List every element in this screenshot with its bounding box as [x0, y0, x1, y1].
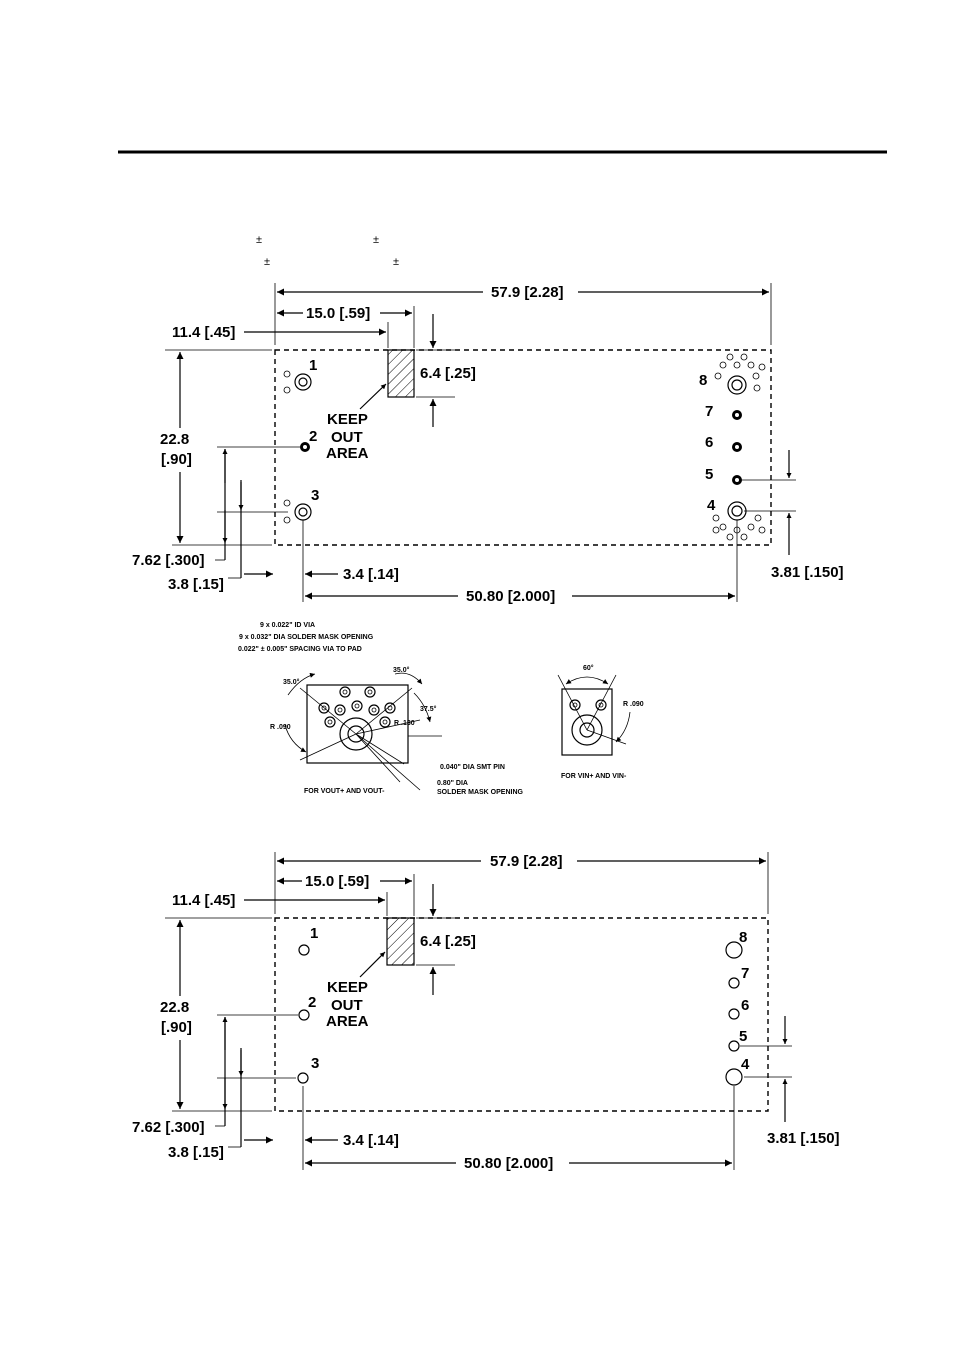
pin-label: 2 — [309, 428, 317, 445]
dim-pin1-x: 11.4 [.45] — [172, 892, 235, 909]
dim-keepout-x: 15.0 [.59] — [306, 305, 370, 322]
pin-label: 5 — [739, 1028, 747, 1045]
pin-2-hole — [298, 1009, 310, 1021]
via-note: 0.022" ± 0.005" SPACING VIA TO PAD — [238, 646, 362, 653]
pin-label: 4 — [741, 1056, 750, 1073]
via-note: 9 x 0.022" ID VIA — [260, 622, 315, 629]
keepout-label: OUT — [331, 997, 363, 1014]
pin-8-pad — [714, 353, 766, 395]
pin-label: 7 — [705, 403, 713, 420]
pin-8-hole — [725, 941, 743, 959]
pin-label: 3 — [311, 1055, 319, 1072]
dim-height: 22.8 — [160, 431, 189, 448]
dim-pin3-y: 3.8 [.15] — [168, 576, 224, 593]
pin-4-pad — [712, 501, 766, 541]
radius-label: R .090 — [623, 701, 644, 708]
dim-pin3-y: 3.8 [.15] — [168, 1144, 224, 1161]
top-view: 57.9 [2.28] 15.0 [.59] 11.4 [.45] 6.4 [.… — [132, 283, 844, 605]
dim-keepout-height: 6.4 [.25] — [420, 933, 476, 950]
keepout-label: KEEP — [327, 411, 368, 428]
pin-6-pad — [732, 442, 742, 452]
dim-height: [.90] — [161, 451, 192, 468]
dim-pin-span: 50.80 [2.000] — [466, 588, 555, 605]
pm-symbol: ± — [393, 256, 399, 268]
dim-height: 22.8 — [160, 999, 189, 1016]
radius-label: R .130 — [394, 720, 415, 727]
keepout-area — [387, 349, 415, 398]
module-outline — [274, 917, 769, 1112]
pin-label: 6 — [705, 434, 713, 451]
pad-detail-vout: 9 x 0.022" ID VIA 9 x 0.032" DIA SOLDER … — [238, 622, 524, 796]
pin-label: 6 — [741, 997, 749, 1014]
mask-note: SOLDER MASK OPENING — [437, 789, 524, 796]
dim-overall-length: 57.9 [2.28] — [491, 284, 564, 301]
detail-caption: FOR VIN+ AND VIN- — [561, 773, 627, 780]
keepout-label: KEEP — [327, 979, 368, 996]
dim-height: [.90] — [161, 1019, 192, 1036]
pin-5-pad — [732, 475, 742, 485]
pin-2-pad — [300, 442, 310, 452]
pin-1-hole — [298, 944, 310, 956]
keepout-label: AREA — [326, 445, 369, 462]
angle-label: 35.0° — [393, 666, 410, 674]
angle-label: 35.0° — [283, 678, 300, 686]
pin-5-hole — [728, 1040, 740, 1052]
angle-label: 60° — [583, 664, 594, 672]
detail-caption: FOR VOUT+ AND VOUT- — [304, 788, 385, 795]
pin-label: 2 — [308, 994, 316, 1011]
dim-pin-span: 50.80 [2.000] — [464, 1155, 553, 1172]
module-outline — [274, 349, 772, 546]
dim-pin2-y: 7.62 [.300] — [132, 552, 205, 569]
angle-label: 37.5° — [420, 705, 437, 713]
pin-3-hole — [297, 1072, 309, 1084]
pin-7-hole — [728, 977, 740, 989]
radius-label: R .090 — [270, 724, 291, 731]
pin-note: 0.040" DIA SMT PIN — [440, 764, 505, 771]
pm-symbol: ± — [256, 234, 262, 246]
keepout-label: AREA — [326, 1013, 369, 1030]
pin-label: 1 — [309, 357, 317, 374]
pin-label: 8 — [739, 929, 747, 946]
pin-label: 3 — [311, 487, 319, 504]
keepout-area — [386, 917, 415, 966]
dim-pin-pitch: 3.81 [.150] — [767, 1130, 840, 1147]
pin-4-hole — [725, 1068, 743, 1086]
bottom-view: 57.9 [2.28] 15.0 [.59] 11.4 [.45] 6.4 [.… — [132, 852, 840, 1172]
pin-3-pad — [283, 499, 312, 524]
dim-pin1-x: 11.4 [.45] — [172, 324, 235, 341]
dim-pin3-x: 3.4 [.14] — [343, 566, 399, 583]
dim-overall-length: 57.9 [2.28] — [490, 853, 563, 870]
pm-symbol: ± — [264, 256, 270, 268]
dim-pin2-y: 7.62 [.300] — [132, 1119, 205, 1136]
pin-label: 7 — [741, 965, 749, 982]
dim-keepout-height: 6.4 [.25] — [420, 365, 476, 382]
pin-label: 1 — [310, 925, 318, 942]
keepout-label: OUT — [331, 429, 363, 446]
pin-6-hole — [728, 1008, 740, 1020]
dim-pin-pitch: 3.81 [.150] — [771, 564, 844, 581]
pin-1-pad — [283, 370, 312, 394]
pad-detail-vin: 60° R .090 FOR VIN+ AND VIN- — [557, 664, 644, 780]
pin-label: 5 — [705, 466, 713, 483]
mask-note: 0.80" DIA — [437, 780, 468, 787]
via-note: 9 x 0.032" DIA SOLDER MASK OPENING — [239, 634, 374, 641]
pin-7-pad — [732, 410, 742, 420]
dim-pin3-x: 3.4 [.14] — [343, 1132, 399, 1149]
pin-label: 4 — [707, 497, 716, 514]
dim-keepout-x: 15.0 [.59] — [305, 873, 369, 890]
pm-symbol: ± — [373, 234, 379, 246]
pin-label: 8 — [699, 372, 707, 389]
